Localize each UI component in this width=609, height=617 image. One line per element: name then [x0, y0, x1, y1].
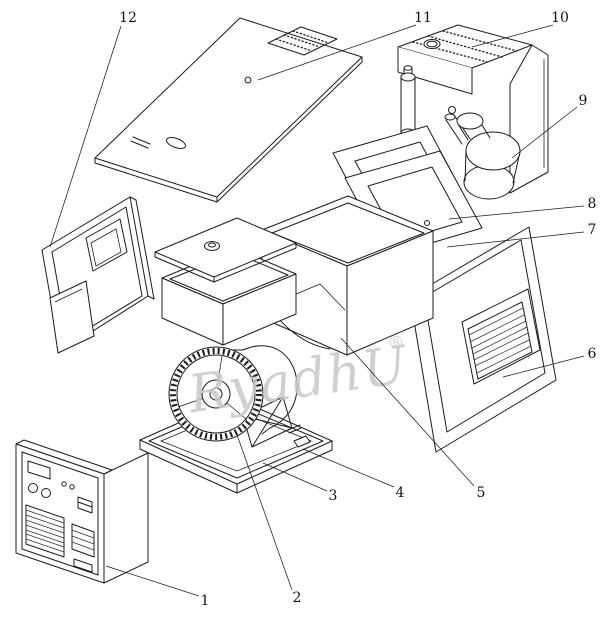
leader-line-4: [302, 448, 395, 488]
control-knob: [28, 483, 38, 493]
control-knob: [41, 488, 51, 498]
leader-line-1: [105, 565, 200, 597]
part-2-blower-wheel: [168, 345, 298, 448]
callout-leader-lines: [49, 24, 585, 597]
leader-line-11: [257, 24, 417, 81]
callout-label-6: 6: [588, 346, 597, 362]
callout-label-5: 5: [477, 485, 486, 501]
part-4-tray-clip: [293, 435, 311, 448]
water-tank-lid: [154, 217, 297, 283]
callout-label-11: 11: [414, 10, 432, 26]
part-5-main-housing: [261, 195, 434, 356]
watermark-registered-mark: ®: [387, 332, 407, 354]
part-11-top-cover: [94, 17, 363, 203]
leader-line-3: [262, 462, 328, 492]
leader-line-6: [502, 355, 585, 378]
callout-label-9: 9: [579, 93, 588, 109]
leader-line-2: [235, 431, 293, 591]
callout-label-1: 1: [201, 593, 210, 609]
callout-label-10: 10: [551, 10, 569, 26]
part-9-fan-motor-assembly: [448, 106, 521, 200]
leader-line-5: [340, 337, 475, 487]
callout-label-4: 4: [396, 485, 405, 501]
part-6-right-side-panel: [409, 226, 557, 453]
callout-label-12: 12: [119, 10, 137, 26]
leader-line-7: [446, 231, 585, 248]
motor-shaft: [444, 113, 471, 145]
callout-labels: 12 11 10 9 8 7 6 5 4 3 2 1: [119, 10, 596, 609]
vent-louvers: [25, 504, 65, 558]
leader-line-9: [511, 106, 578, 159]
display-window: [27, 460, 51, 480]
support-rod: [400, 65, 416, 138]
part-1-front-control-panel: [15, 439, 149, 584]
callout-label-7: 7: [588, 222, 597, 238]
callout-label-2: 2: [293, 590, 302, 606]
watermark: RyadhU ®: [184, 332, 413, 425]
leader-line-8: [448, 205, 585, 220]
part-12-left-side-panel: [41, 196, 155, 354]
leader-line-10: [471, 24, 554, 48]
callout-label-8: 8: [588, 196, 597, 212]
callout-label-3: 3: [329, 488, 338, 504]
leader-line-12: [49, 25, 122, 248]
